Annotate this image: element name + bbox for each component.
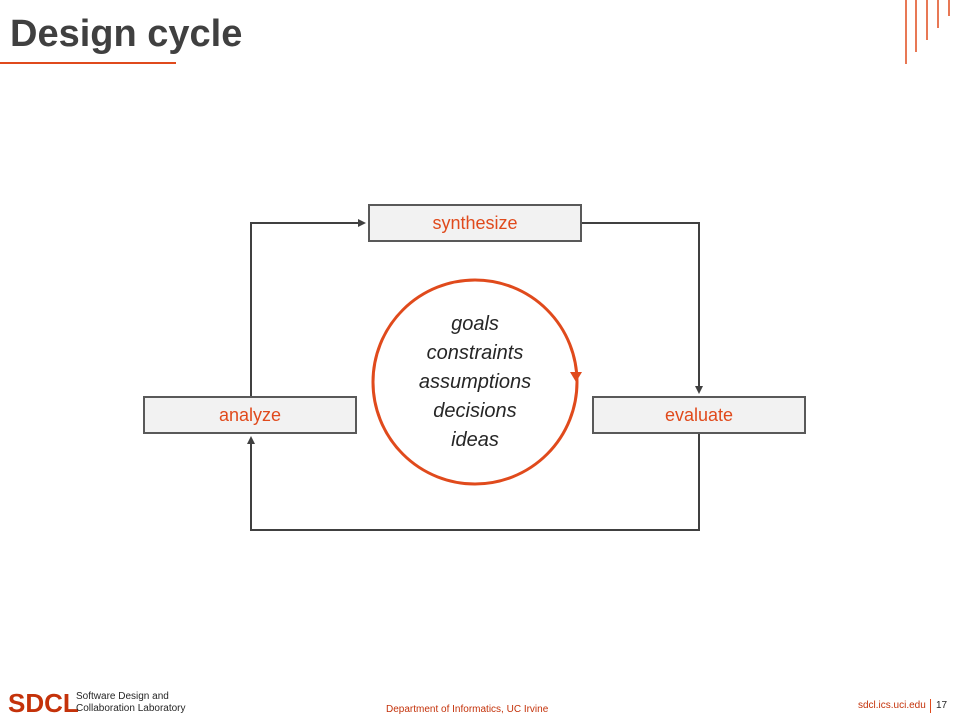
cycle-arrowhead [570, 372, 582, 382]
center-item-constraints: constraints [426, 342, 524, 364]
evaluate-box: evaluate [592, 396, 806, 434]
sdcl-logo: SDCL [8, 688, 79, 718]
cycle-circle [371, 278, 579, 486]
title-underline [0, 62, 176, 64]
page-number: 17 [936, 700, 948, 711]
center-item-ideas: ideas [451, 429, 499, 451]
center-item-goals: goals [451, 313, 499, 335]
center-item-assumptions: assumptions [418, 371, 532, 393]
connector-evaluate-to-analyze [247, 434, 700, 531]
lab-name: Software Design and Collaboration Labora… [76, 691, 186, 715]
analyze-box: analyze [143, 396, 357, 434]
connector-synthesize-to-evaluate [582, 222, 703, 394]
synthesize-label: synthesize [432, 212, 518, 233]
connector-analyze-to-synthesize [250, 219, 366, 396]
department-label: Department of Informatics, UC Irvine [386, 704, 549, 715]
synthesize-box: synthesize [368, 204, 582, 242]
analyze-label: analyze [218, 404, 282, 425]
lab-name-line1: Software Design and [76, 691, 169, 702]
evaluate-label: evaluate [664, 404, 734, 425]
slide-title: Design cycle [10, 13, 243, 55]
center-item-decisions: decisions [433, 400, 517, 422]
lab-name-line2: Collaboration Laboratory [76, 703, 186, 714]
footer-separator [930, 699, 931, 713]
decorative-lines [905, 0, 950, 64]
site-url: sdcl.ics.uci.edu [858, 700, 926, 711]
cycle-center-list: goals constraints assumptions decisions … [373, 310, 577, 455]
